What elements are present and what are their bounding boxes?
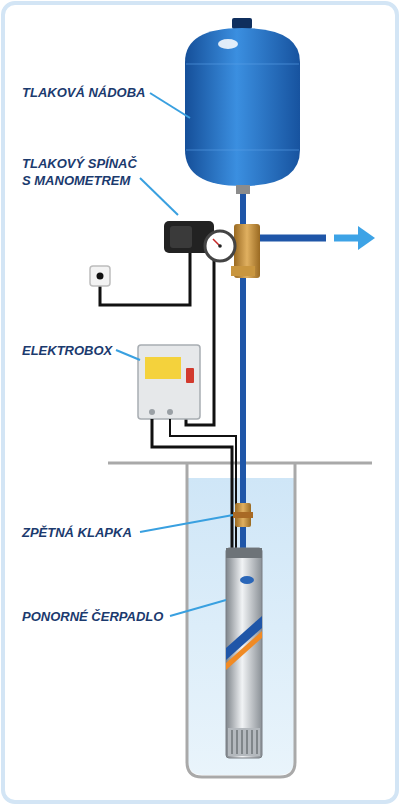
tank-cap xyxy=(232,18,252,29)
check-valve-ring xyxy=(233,512,253,518)
callout-label: TLAKOVÁ NÁDOBA xyxy=(22,84,182,101)
pump-cable xyxy=(152,419,232,550)
strainer-slots xyxy=(232,730,257,754)
cable-gland xyxy=(167,409,173,415)
tank-seam xyxy=(186,64,299,65)
outlet-pipe xyxy=(258,235,326,242)
switch-face xyxy=(170,226,192,248)
callout-label: ELEKTROBOX xyxy=(22,342,152,359)
leader-line xyxy=(170,600,226,616)
electrobox xyxy=(138,345,200,419)
pump-head xyxy=(226,548,262,558)
pump-cable xyxy=(170,419,236,550)
brass-nut xyxy=(231,266,255,276)
leader-line xyxy=(116,350,140,360)
flow-arrow-shaft xyxy=(334,235,360,242)
pump-strainer xyxy=(228,728,260,756)
pump-stripe xyxy=(226,631,262,670)
pump-logo xyxy=(240,576,254,584)
wall-outlet xyxy=(90,266,110,286)
submersible-pump xyxy=(226,548,262,758)
warning-sticker xyxy=(145,357,181,379)
cable-gland xyxy=(149,409,155,415)
outlet-plug xyxy=(97,273,104,280)
flow-arrow-head xyxy=(358,226,375,250)
tank-logo xyxy=(218,39,238,49)
pressure-tank xyxy=(185,28,300,186)
manometer-hub xyxy=(218,244,222,248)
leader-line xyxy=(140,515,233,532)
tank-flange xyxy=(236,185,250,194)
leader-line xyxy=(150,93,190,118)
well-water xyxy=(188,478,294,775)
well-wall xyxy=(187,463,295,777)
manometer xyxy=(205,231,235,261)
callout-label: TLAKOVÝ SPÍNAČ S MANOMETREM xyxy=(22,155,142,189)
leader-line xyxy=(140,178,178,215)
power-switch xyxy=(186,368,194,383)
callout-label: ZPĚTNÁ KLAPKA xyxy=(22,524,182,541)
frame xyxy=(3,3,397,802)
power-cord xyxy=(100,252,190,305)
tank-seam xyxy=(186,150,299,151)
callout-label: PONORNÉ ČERPADLO xyxy=(22,608,202,625)
